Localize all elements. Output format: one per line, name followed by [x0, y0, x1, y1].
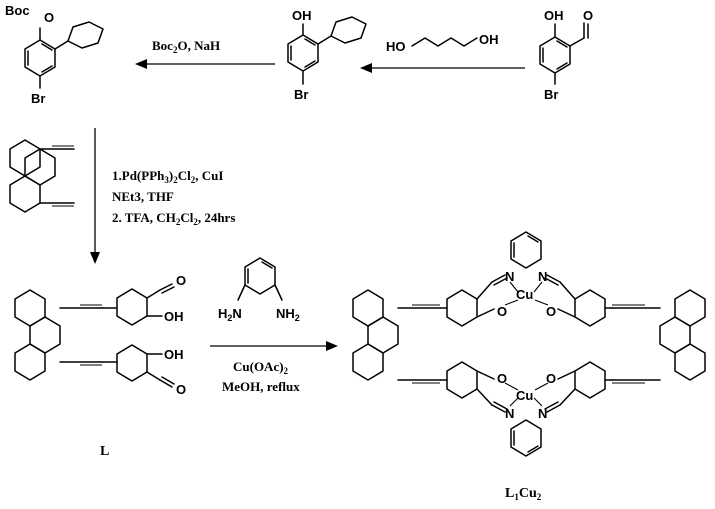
phenol-hydroxyl-label: OH [292, 8, 312, 23]
acetal-bromine-label: Br [294, 87, 308, 102]
compound-5-bromosalicylaldehyde: OH O Br [539, 8, 593, 102]
amine-left-label: H2N [218, 306, 242, 323]
arrow-step-boc [135, 59, 275, 69]
complex-n-top-left: N [505, 269, 514, 284]
step3-line1: 1.Pd(PPh3)2Cl2, CuI [112, 168, 223, 185]
compound-phenylenediamine: H2N NH2 [218, 257, 300, 323]
complex-o-top-right: O [546, 304, 556, 319]
step4-line1: Cu(OAc)2 [233, 359, 289, 376]
complex-n-bottom-left: N [505, 406, 514, 421]
ligand-bottom-aldehyde-o: O [176, 382, 186, 397]
complex-n-bottom-right: N [538, 406, 547, 421]
complex-cu-bottom: Cu [516, 388, 533, 403]
amine-right-label: NH2 [276, 306, 300, 323]
aldehyde-oxygen-label: O [583, 8, 593, 23]
ligand-top-aldehyde-o: O [176, 273, 186, 288]
complex-cu-top: Cu [516, 287, 533, 302]
compound-complex-L1Cu2: N N Cu O O O O Cu N N [352, 231, 706, 457]
boc-group-label: Boc [5, 3, 30, 18]
arrow-step-sonogashira [90, 128, 100, 264]
arrow-step-complexation [210, 341, 338, 351]
boc-bromine-label: Br [31, 91, 45, 106]
arrow-step-acetal [360, 63, 525, 73]
compound-diethynylanthracene [9, 139, 75, 213]
ligand-top-oh: OH [164, 309, 184, 324]
bromine-label: Br [544, 87, 558, 102]
complex-o-top-left: O [497, 304, 507, 319]
step3-line3: 2. TFA, CH2Cl2, 24hrs [112, 210, 235, 227]
boc-oxygen-label: O [44, 10, 54, 25]
ligand-bottom-oh: OH [164, 347, 184, 362]
diol-ho-label: HO [386, 39, 406, 54]
complex-o-bottom-left: O [497, 371, 507, 386]
compound-boc-protected-acetal: Boc O Br [5, 3, 104, 106]
compound-acetal-phenol: OH Br [287, 8, 367, 102]
ligand-label: L [100, 444, 109, 459]
compound-propanediol: HO OH [386, 32, 499, 54]
diol-oh-label: OH [479, 32, 499, 47]
hydroxyl-label: OH [544, 8, 564, 23]
complex-o-bottom-right: O [546, 371, 556, 386]
complex-n-top-right: N [538, 269, 547, 284]
step1-reagent-label: Boc2O, NaH [152, 38, 220, 55]
step3-line2: NEt3, THF [112, 189, 174, 204]
step4-line2: MeOH, reflux [222, 379, 300, 394]
complex-label: L1Cu2 [505, 486, 542, 502]
compound-ligand-L: O OH OH O [14, 273, 186, 397]
